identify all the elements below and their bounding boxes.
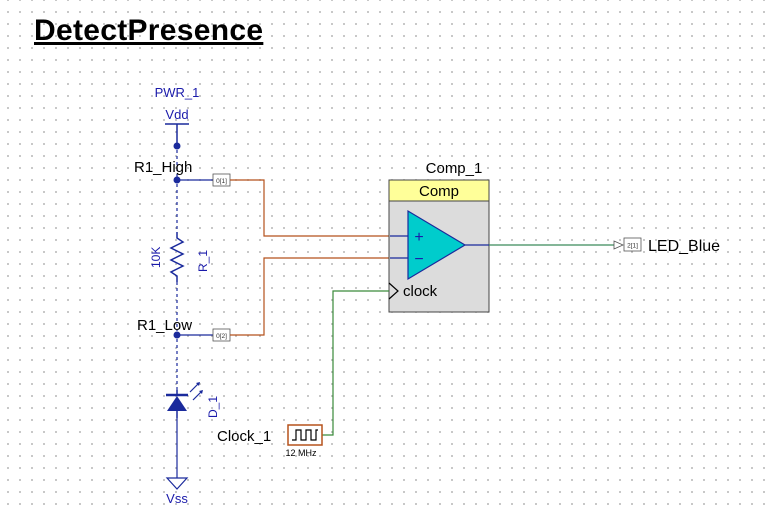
- clock-icon: [287, 424, 323, 446]
- diode-d1[interactable]: D_1: [166, 382, 220, 418]
- wire-r1-low-to-minus[interactable]: [230, 257, 390, 336]
- svg-text:0[1]: 0[1]: [216, 178, 227, 185]
- output-net-label: LED_Blue: [648, 238, 720, 255]
- power-net-label: Vdd: [165, 107, 188, 122]
- wire-r1-high-to-plus[interactable]: [230, 179, 390, 237]
- clock-input-arrow: [388, 282, 399, 300]
- resistor-name-label: R_1: [196, 250, 210, 272]
- ground-net-label: Vss: [166, 491, 188, 506]
- opamp-plus-label: +: [414, 229, 423, 246]
- diode-name-label: D_1: [206, 396, 220, 418]
- net-label-r1-low: R1_Low: [137, 317, 192, 334]
- resistor-r1[interactable]: 10K R_1: [149, 232, 210, 282]
- comparator-comp1[interactable]: Comp_1 Comp + − clock: [388, 160, 490, 313]
- opamp-triangle: [407, 209, 467, 281]
- clock-clock1[interactable]: Clock_1 12 MHz: [217, 424, 323, 458]
- square-wave-icon: [292, 429, 318, 441]
- net-label-r1-high: R1_High: [134, 159, 192, 176]
- comparator-type-label: Comp: [419, 183, 459, 200]
- r1-high-tag[interactable]: 0[1]: [212, 173, 231, 187]
- clock-frequency-label: 12 MHz: [285, 448, 317, 458]
- svg-text:2[1]: 2[1]: [627, 243, 638, 250]
- comparator-instance-label: Comp_1: [426, 160, 483, 177]
- output-arrow: [613, 240, 624, 250]
- svg-text:0[2]: 0[2]: [216, 333, 227, 340]
- power-junction: [173, 142, 181, 150]
- schematic-title: DetectPresence: [34, 14, 264, 47]
- wire-clock[interactable]: [322, 290, 389, 436]
- power-symbol[interactable]: PWR_1 Vdd: [155, 85, 200, 150]
- r1-low-tag[interactable]: 0[2]: [212, 328, 231, 342]
- opamp-minus-label: −: [414, 251, 423, 268]
- resistor-value-label: 10K: [149, 247, 163, 268]
- clock-input-label: clock: [403, 283, 438, 300]
- power-name-label: PWR_1: [155, 85, 200, 100]
- clock-name-label: Clock_1: [217, 428, 271, 445]
- ground-symbol[interactable]: Vss: [165, 477, 189, 506]
- output-terminal[interactable]: 2[1]: [623, 237, 642, 252]
